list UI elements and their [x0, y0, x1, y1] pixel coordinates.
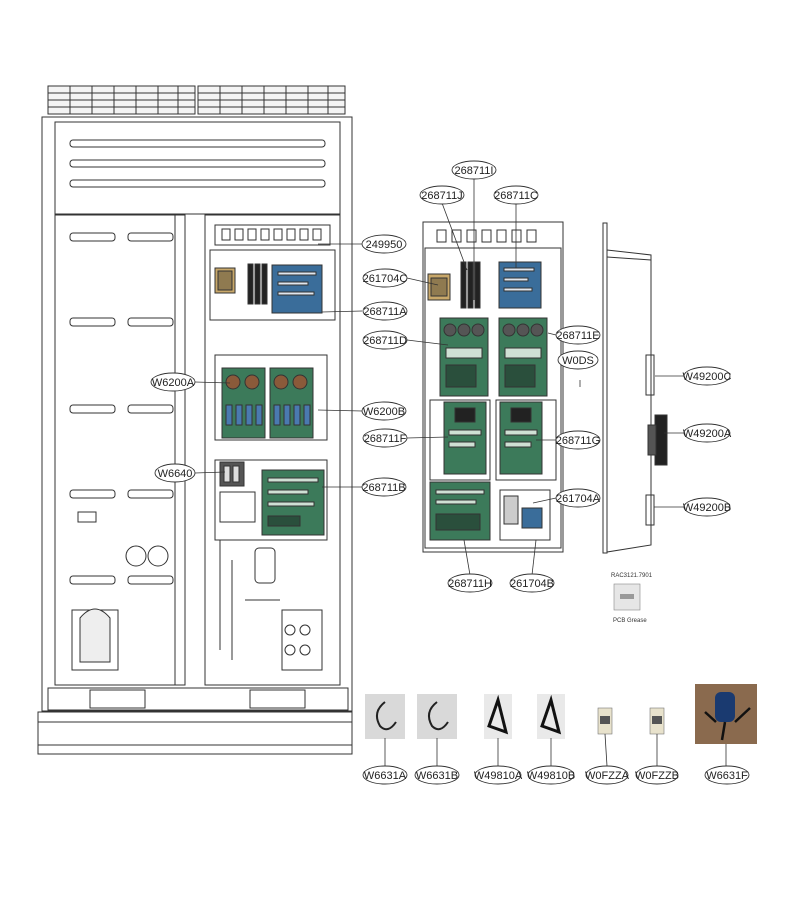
callout-w49810a: W49810A: [474, 765, 523, 785]
grease-code: RAC3121.7901: [611, 573, 653, 579]
svg-text:249950: 249950: [366, 239, 403, 251]
callout-w6631b: W6631B: [414, 765, 460, 785]
callout-w6200a: W6200A: [150, 372, 196, 392]
callout-268711d: 268711D: [362, 330, 408, 350]
svg-text:268711J: 268711J: [421, 190, 462, 202]
callout-w6631a: W6631A: [362, 765, 408, 785]
thumb-w49810a: [484, 694, 512, 739]
svg-text:W6631B: W6631B: [416, 770, 458, 782]
ebox-vents: [436, 229, 537, 243]
svg-text:261704A: 261704A: [556, 493, 601, 505]
callout-w49200a: W49200A: [683, 423, 732, 443]
grease-label: PCB Grease: [613, 618, 647, 624]
svg-text:261704C: 261704C: [363, 273, 408, 285]
callout-268711g: 268711G: [555, 430, 601, 450]
thumb-w6631b: [417, 694, 457, 739]
callout-w49810b: W49810B: [527, 765, 575, 785]
svg-text:W0FZZA: W0FZZA: [585, 770, 630, 782]
fan-guard-left: [47, 85, 196, 115]
callout-w6640: W6640: [154, 463, 196, 483]
svg-text:268711D: 268711D: [363, 335, 407, 347]
side-panel-drawing: [602, 222, 668, 554]
callout-w6631f: W6631F: [704, 765, 750, 785]
callout-w49200c: W49200C: [683, 366, 732, 386]
svg-text:268711F: 268711F: [364, 433, 407, 445]
pcb-grease: RAC3121.7901 PCB Grease: [611, 573, 653, 624]
svg-text:W6640: W6640: [158, 468, 193, 480]
vent-holes: [221, 228, 322, 241]
svg-text:W6631F: W6631F: [706, 770, 748, 782]
callout-268711j: 268711J: [419, 185, 465, 205]
svg-text:W0DS: W0DS: [562, 355, 594, 367]
thumb-w6631f: [695, 684, 757, 744]
svg-text:268711A: 268711A: [363, 306, 407, 318]
svg-text:W49200C: W49200C: [683, 371, 732, 383]
callout-268711b: 268711B: [361, 477, 407, 497]
svg-text:W49810A: W49810A: [474, 770, 523, 782]
leader-lines: [194, 178, 727, 767]
callout-w49200b: W49200B: [683, 497, 731, 517]
callout-261704c: 261704C: [362, 268, 408, 288]
thumb-w6631a: [365, 694, 405, 739]
callout-268711h: 268711H: [447, 573, 493, 593]
thumb-w49810b: [537, 694, 565, 739]
callout-268711c: 268711C: [493, 185, 539, 205]
svg-text:268711E: 268711E: [556, 330, 599, 342]
accessory-thumbnails: [365, 684, 757, 744]
panel-slots: [69, 232, 174, 585]
svg-text:268711I: 268711I: [455, 165, 494, 177]
svg-text:W6631A: W6631A: [364, 770, 407, 782]
callout-268711i: 268711I: [451, 160, 497, 180]
callout-268711f: 268711F: [362, 428, 408, 448]
callouts: 249950 261704C 268711A W6200A W6200B W66…: [150, 160, 750, 785]
callout-w0fzza: W0FZZA: [585, 765, 630, 785]
svg-text:W6200A: W6200A: [152, 377, 195, 389]
svg-text:W0FZZB: W0FZZB: [635, 770, 679, 782]
callout-261704b: 261704B: [509, 573, 555, 593]
svg-text:W49810B: W49810B: [527, 770, 575, 782]
svg-text:261704B: 261704B: [510, 578, 554, 590]
callout-268711a: 268711A: [362, 301, 408, 321]
svg-text:W6200B: W6200B: [363, 406, 405, 418]
svg-text:268711C: 268711C: [494, 190, 538, 202]
svg-text:268711H: 268711H: [448, 578, 492, 590]
callout-261704a: 261704A: [555, 488, 601, 508]
svg-text:268711G: 268711G: [556, 435, 600, 447]
callout-w6200b: W6200B: [361, 401, 407, 421]
callout-249950: 249950: [361, 234, 407, 254]
svg-text:W49200A: W49200A: [683, 428, 732, 440]
svg-text:W49200B: W49200B: [683, 502, 731, 514]
svg-text:268711B: 268711B: [362, 482, 405, 494]
fan-guard-right: [197, 85, 346, 115]
electrical-box-drawing: [422, 221, 564, 553]
outdoor-unit-drawing: [37, 85, 353, 755]
thumb-w0fzza: [597, 707, 613, 735]
callout-w0fzzb: W0FZZB: [635, 765, 679, 785]
thumb-w0fzzb: [649, 707, 665, 735]
callout-268711e: 268711E: [555, 325, 601, 345]
callout-w0ds: W0DS: [557, 350, 599, 370]
